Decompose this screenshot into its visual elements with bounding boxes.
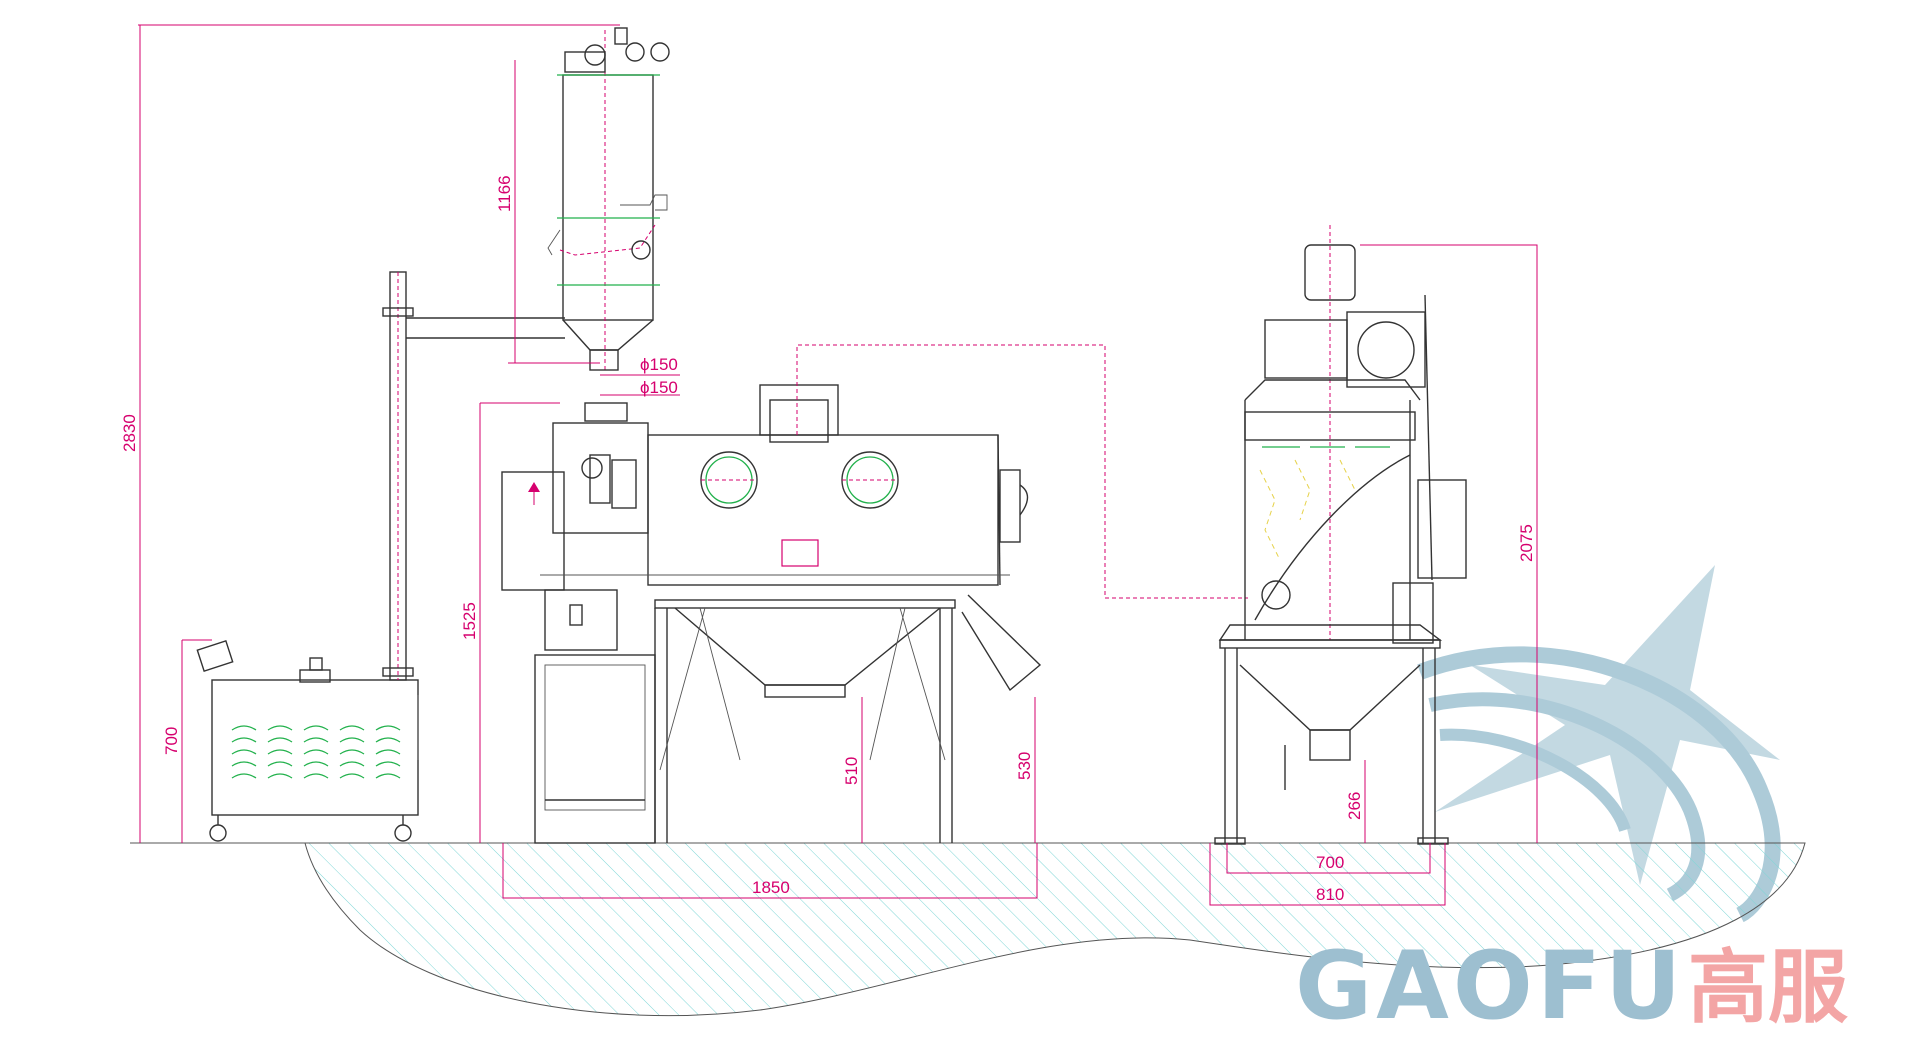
conveying-pipe — [382, 271, 565, 681]
dim-sieve-height: 1525 — [460, 602, 479, 640]
air-duct — [796, 344, 1248, 599]
watermark-brand-en: GAOFU — [1295, 932, 1685, 1041]
vacuum-filter-column — [547, 27, 670, 371]
dim-pipe-diameter-upper: ϕ150 — [640, 355, 678, 374]
dust-collector — [1214, 225, 1467, 845]
dim-filter-column-height: 1166 — [495, 175, 514, 212]
airflow-sieve — [501, 384, 1042, 844]
dim-collector-width-inner: 700 — [1316, 853, 1344, 872]
dim-outlet-height-530: 530 — [1015, 752, 1034, 780]
inlet-pipe — [584, 402, 628, 422]
vacuum-feeder-cart — [196, 640, 419, 842]
dim-pipe-diameter-lower: ϕ150 — [640, 378, 678, 397]
dimension-lines — [138, 24, 1538, 906]
vent-slots — [231, 725, 401, 779]
dimension-labels: 2830 1166 ϕ150 ϕ150 1525 700 510 530 185… — [120, 175, 1536, 904]
ground-section — [130, 842, 1806, 1017]
dim-collector-outlet-height: 266 — [1345, 792, 1364, 820]
dim-feeder-height: 700 — [162, 727, 181, 755]
dim-outlet-height-510: 510 — [842, 757, 861, 785]
dim-collector-height: 2075 — [1517, 524, 1536, 562]
dim-sieve-length: 1850 — [752, 878, 790, 897]
dim-total-height: 2830 — [120, 414, 139, 452]
dim-collector-width-outer: 810 — [1316, 885, 1344, 904]
watermark-brand-cn: 高服 — [1688, 941, 1848, 1034]
